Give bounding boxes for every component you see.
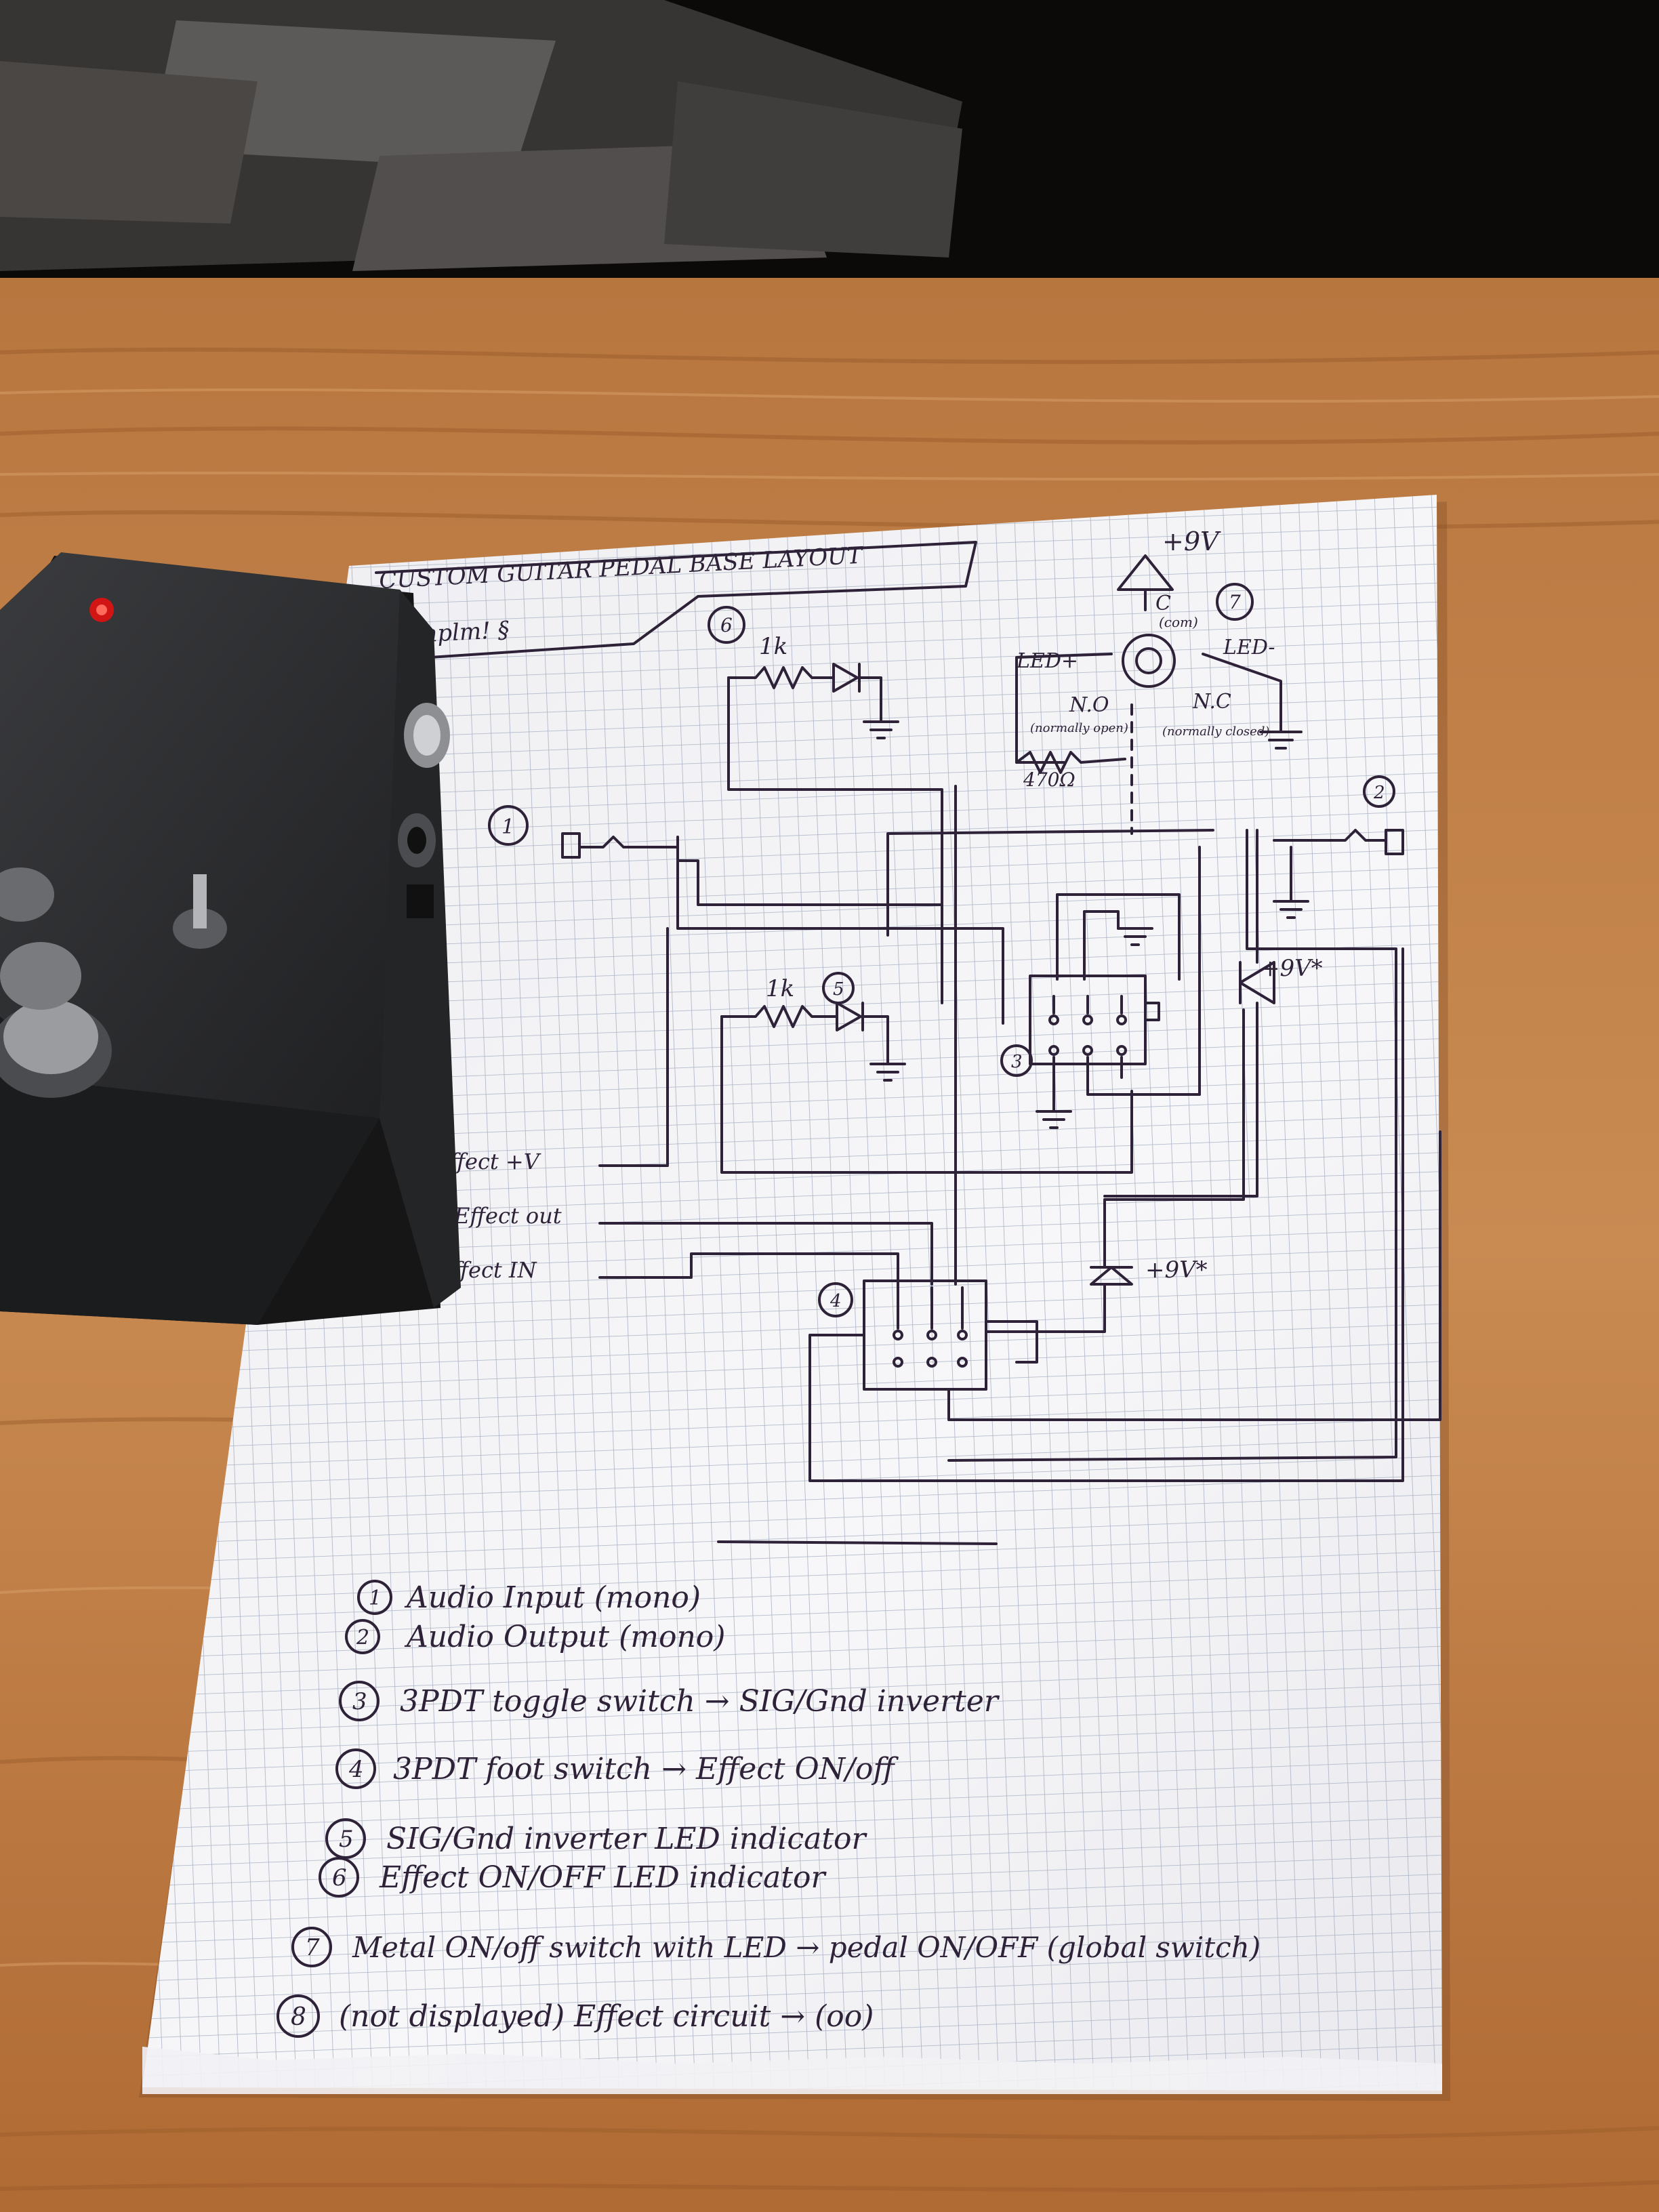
legend-text-4: 3PDT foot switch → Effect ON/off	[393, 1752, 899, 1786]
legend-num-6: 6	[332, 1864, 347, 1891]
effect-out-label: Effect out	[453, 1203, 562, 1229]
marker-7: 7	[1229, 591, 1241, 613]
marker-2: 2	[1373, 783, 1385, 803]
led-minus-label: LED-	[1223, 636, 1275, 659]
marker-5: 5	[833, 979, 844, 1000]
marker-4: 4	[830, 1291, 842, 1311]
legend-num-8: 8	[291, 2003, 306, 2031]
no-note: (normally open)	[1030, 721, 1128, 735]
legend-text-2: Audio Output (mono)	[404, 1620, 725, 1654]
legend-text-6: Effect ON/OFF LED indicator	[379, 1860, 827, 1895]
resistor-1k-a-label: 1k	[759, 633, 787, 660]
guitar-pedal	[0, 552, 461, 1325]
marker-1: 1	[501, 815, 514, 839]
schematic-drawing	[350, 541, 1441, 1545]
legend-num-3: 3	[352, 1688, 367, 1715]
marker-3: 3	[1011, 1052, 1023, 1072]
c-label: C	[1155, 592, 1171, 615]
led-plus-label: LED+	[1016, 649, 1078, 673]
legend	[276, 1580, 392, 2038]
legend-num-2: 2	[356, 1626, 369, 1650]
legend-text-1: Audio Input (mono)	[404, 1580, 701, 1615]
legend-text-5: SIG/Gnd inverter LED indicator	[386, 1822, 868, 1856]
background-papers	[0, 0, 962, 271]
power-jack	[407, 884, 434, 918]
legend-num-1: 1	[369, 1586, 382, 1610]
plus-9v-diode-b: +9V*	[1145, 1256, 1208, 1284]
legend-text-3: 3PDT toggle switch → SIG/Gnd inverter	[400, 1684, 1000, 1719]
no-label: N.O	[1069, 693, 1109, 717]
resistor-1k-b-label: 1k	[766, 975, 794, 1002]
legend-text: 1 Audio Input (mono) 2 Audio Output (mon…	[291, 1580, 1261, 2034]
plus-9v-diode-a: +9V*	[1261, 955, 1323, 982]
legend-num-5: 5	[339, 1826, 354, 1853]
legend-num-7: 7	[305, 1934, 320, 1961]
legend-text-7: Metal ON/off switch with LED → pedal ON/…	[352, 1931, 1261, 1964]
marker-6: 6	[720, 614, 733, 636]
nc-note: (normally closed)	[1162, 724, 1269, 739]
legend-text-8: (not displayed) Effect circuit → (oo)	[339, 1999, 874, 2034]
nc-label: N.C	[1192, 690, 1231, 714]
pedal-knob	[0, 867, 54, 922]
resistor-470-label: 470Ω	[1023, 769, 1076, 791]
plus-9v-top: +9V	[1162, 527, 1221, 556]
legend-num-4: 4	[348, 1756, 364, 1783]
com-label: (com)	[1159, 614, 1198, 630]
